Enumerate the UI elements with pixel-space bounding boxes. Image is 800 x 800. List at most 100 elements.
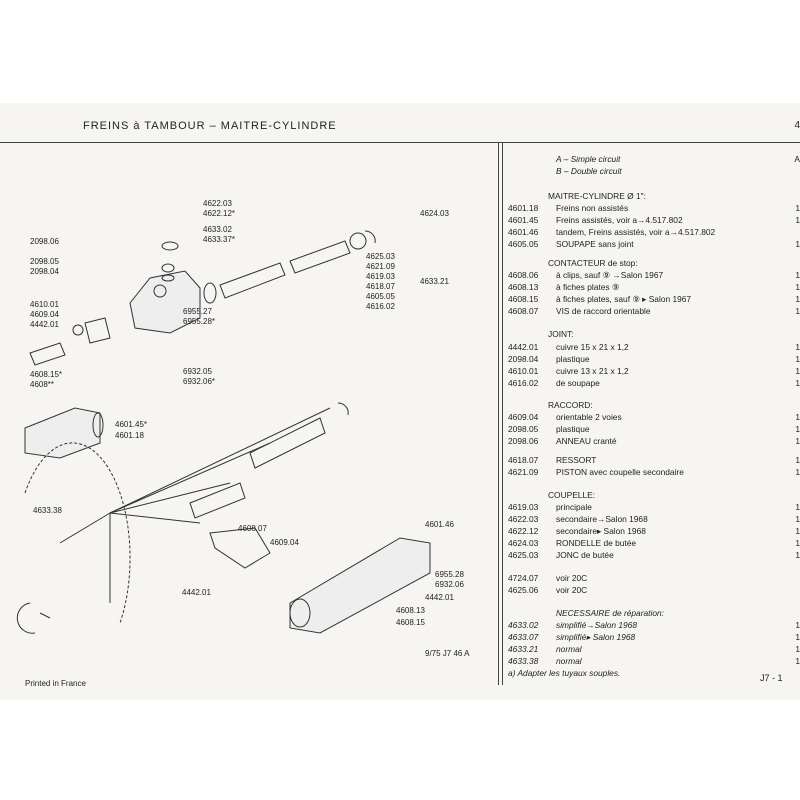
- parts-list-row: COUPELLE:: [508, 489, 800, 501]
- part-code: 4616.02: [508, 378, 539, 388]
- callout-label: 6955.28*: [183, 317, 215, 326]
- part-description: à clips, sauf ⑨ →Salon 1967: [556, 270, 664, 280]
- part-code: 4601.45: [508, 215, 539, 225]
- part-quantity: 1: [795, 412, 800, 422]
- part-quantity: 1: [795, 378, 800, 388]
- part-code: 4605.05: [508, 239, 539, 249]
- part-code: 4633.02: [508, 620, 539, 630]
- part-code: 4608.13: [508, 282, 539, 292]
- part-quantity: 1: [795, 538, 800, 548]
- callout-label: 4608.15: [396, 618, 425, 627]
- diagram-drawing: [16, 230, 431, 634]
- callout-label: 2098.05: [30, 257, 59, 266]
- callout-label: 6932.06: [435, 580, 464, 589]
- part-code: 4621.09: [508, 467, 539, 477]
- part-description: cuivre 15 x 21 x 1,2: [556, 342, 629, 352]
- part-description: RONDELLE de butée: [556, 538, 637, 548]
- part-quantity: 1: [795, 455, 800, 465]
- parts-list-row: 4616.02 de soupape 1: [508, 377, 800, 389]
- callout-label: 4618.07: [366, 282, 395, 291]
- callout-label: 4619.03: [366, 272, 395, 281]
- callout-label: 4633.21: [420, 277, 449, 286]
- part-description: A – Simple circuit: [556, 154, 621, 164]
- part-description: à fiches plates, sauf ⑨ ▸ Salon 1967: [556, 294, 692, 304]
- parts-list-row: MAITRE-CYLINDRE Ø 1":: [508, 190, 800, 202]
- part-description: voir 20C: [556, 573, 588, 583]
- part-description: RACCORD:: [548, 400, 593, 410]
- callout-label: 4605.05: [366, 292, 395, 301]
- part-description: secondaire▸ Salon 1968: [556, 526, 646, 536]
- part-description: JONC de butée: [556, 550, 614, 560]
- part-code: 4608.06: [508, 270, 539, 280]
- part-code: 4633.38: [508, 656, 539, 666]
- callout-label: 6932.06*: [183, 377, 215, 386]
- part-code: 2098.06: [508, 436, 539, 446]
- parts-list-row: 4625.06 voir 20C: [508, 584, 800, 596]
- callout-label: 4608.15*: [30, 370, 62, 379]
- callout-label: 4633.38: [33, 506, 62, 515]
- callout-label: 6955.28: [435, 570, 464, 579]
- callout-label: 4442.01: [30, 320, 59, 329]
- parts-list-row: 4724.07 voir 20C: [508, 572, 800, 584]
- part-description: ANNEAU cranté: [556, 436, 617, 446]
- part-description: B – Double circuit: [556, 166, 622, 176]
- parts-list-row: NECESSAIRE de réparation:: [508, 607, 800, 619]
- callout-label: 4601.18: [115, 431, 144, 440]
- part-code: 4622.12: [508, 526, 539, 536]
- parts-list-row: JOINT:: [508, 328, 800, 340]
- callout-label: 4609.04: [30, 310, 59, 319]
- part-code: 4608.15: [508, 294, 539, 304]
- part-code: 4724.07: [508, 573, 539, 583]
- callout-label: 4625.03: [366, 252, 395, 261]
- parts-list-row: 4622.12 secondaire▸ Salon 1968 1: [508, 525, 800, 537]
- callout-label: 4624.03: [420, 209, 449, 218]
- part-code: 4608.07: [508, 306, 539, 316]
- part-description: de soupape: [556, 378, 600, 388]
- parts-list-row: CONTACTEUR de stop:: [508, 257, 800, 269]
- part-code: 2098.05: [508, 424, 539, 434]
- part-code: 4610.01: [508, 366, 539, 376]
- part-description: simplifié→Salon 1968: [556, 620, 638, 630]
- part-quantity: 1: [795, 342, 800, 352]
- parts-list-row: 4608.15 à fiches plates, sauf ⑨ ▸ Salon 1…: [508, 293, 800, 305]
- part-code: 4625.06: [508, 585, 539, 595]
- part-quantity: 1: [795, 467, 800, 477]
- part-description: CONTACTEUR de stop:: [548, 258, 638, 268]
- plate-reference: 9/75 J7 46 A: [425, 649, 470, 658]
- part-quantity: 1: [795, 215, 800, 225]
- part-description: RESSORT: [556, 455, 597, 465]
- part-description: PISTON avec coupelle secondaire: [556, 467, 684, 477]
- part-quantity: 1: [795, 526, 800, 536]
- parts-list-row: RACCORD:: [508, 399, 800, 411]
- part-description: principale: [556, 502, 592, 512]
- part-description: voir 20C: [556, 585, 588, 595]
- callout-label: 4616.02: [366, 302, 395, 311]
- part-quantity: 1: [795, 282, 800, 292]
- part-code: 4442.01: [508, 342, 539, 352]
- callout-label: 4442.01: [425, 593, 454, 602]
- callout-label: 4608**: [30, 380, 54, 389]
- part-quantity: 1: [795, 656, 800, 666]
- part-description: JOINT:: [548, 329, 574, 339]
- part-description: simplifié▸ Salon 1968: [556, 632, 636, 642]
- callout-label: 6932.05: [183, 367, 212, 376]
- part-description: Freins non assistés: [556, 203, 629, 213]
- callout-label: 4442.01: [182, 588, 211, 597]
- part-quantity: 1: [795, 550, 800, 560]
